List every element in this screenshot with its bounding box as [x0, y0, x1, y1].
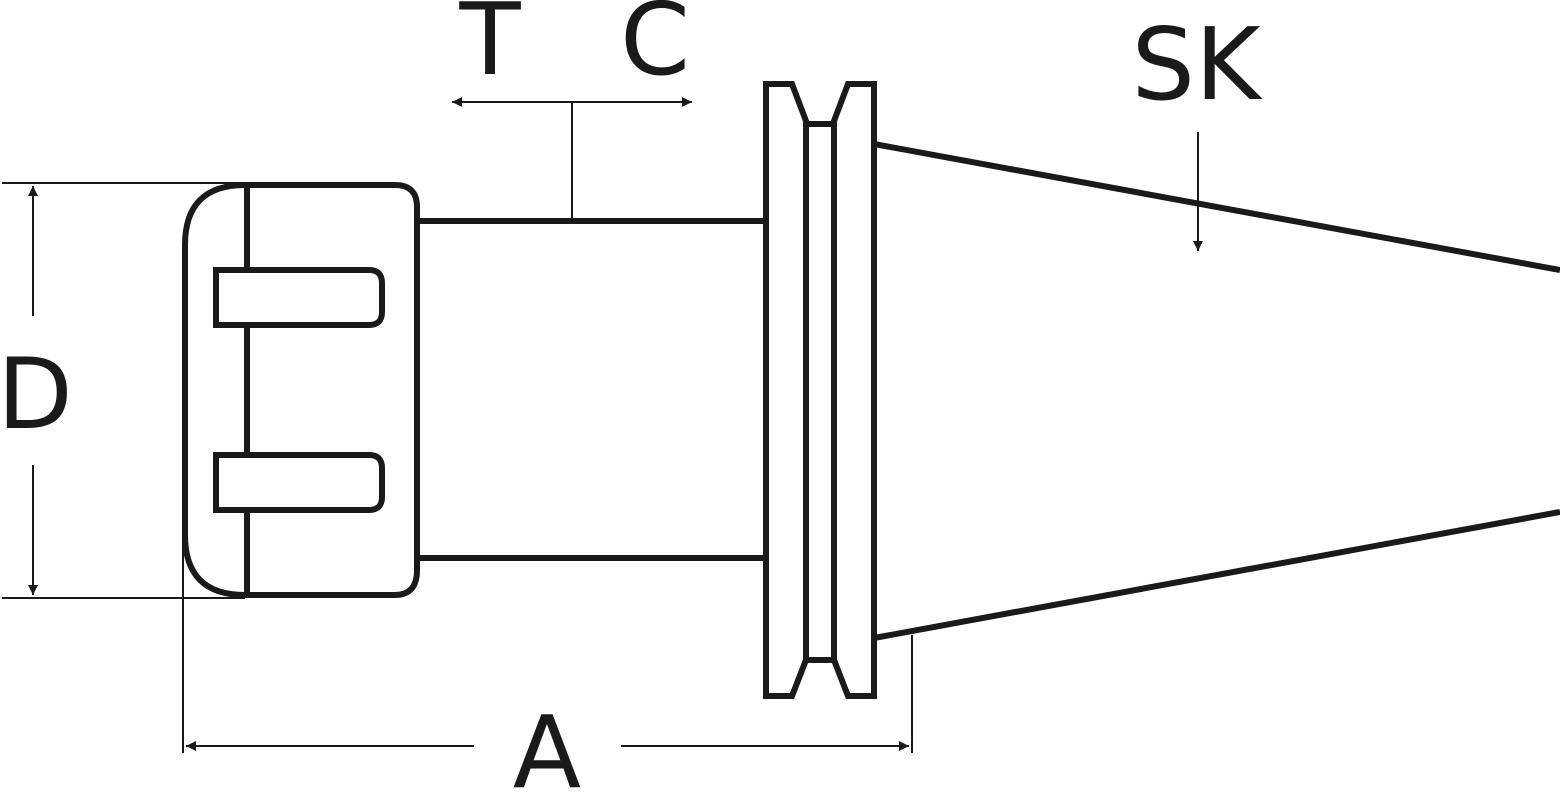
- taper-lower-edge: [873, 509, 1560, 641]
- flange-left-plate: [763, 81, 809, 699]
- c-label: C: [620, 0, 690, 98]
- d-label: D: [0, 338, 73, 452]
- taper-shank: [873, 141, 1560, 641]
- neck-body: [416, 218, 766, 561]
- nut-outline: [182, 182, 420, 598]
- nut-slot-lower: [213, 452, 385, 513]
- sk-label: SK: [1131, 6, 1262, 123]
- collet-nut: [182, 182, 420, 598]
- dimension-t-c: T C: [452, 0, 692, 220]
- nut-slot-upper: [213, 267, 385, 328]
- flange: [763, 81, 877, 699]
- taper-upper-edge: [873, 141, 1560, 273]
- t-label: T: [458, 0, 521, 98]
- a-label: A: [513, 694, 581, 796]
- dimension-a: A: [182, 535, 913, 796]
- dimension-d: D: [0, 182, 245, 599]
- dimension-sk: SK: [1131, 6, 1263, 251]
- flange-right-plate: [831, 81, 877, 699]
